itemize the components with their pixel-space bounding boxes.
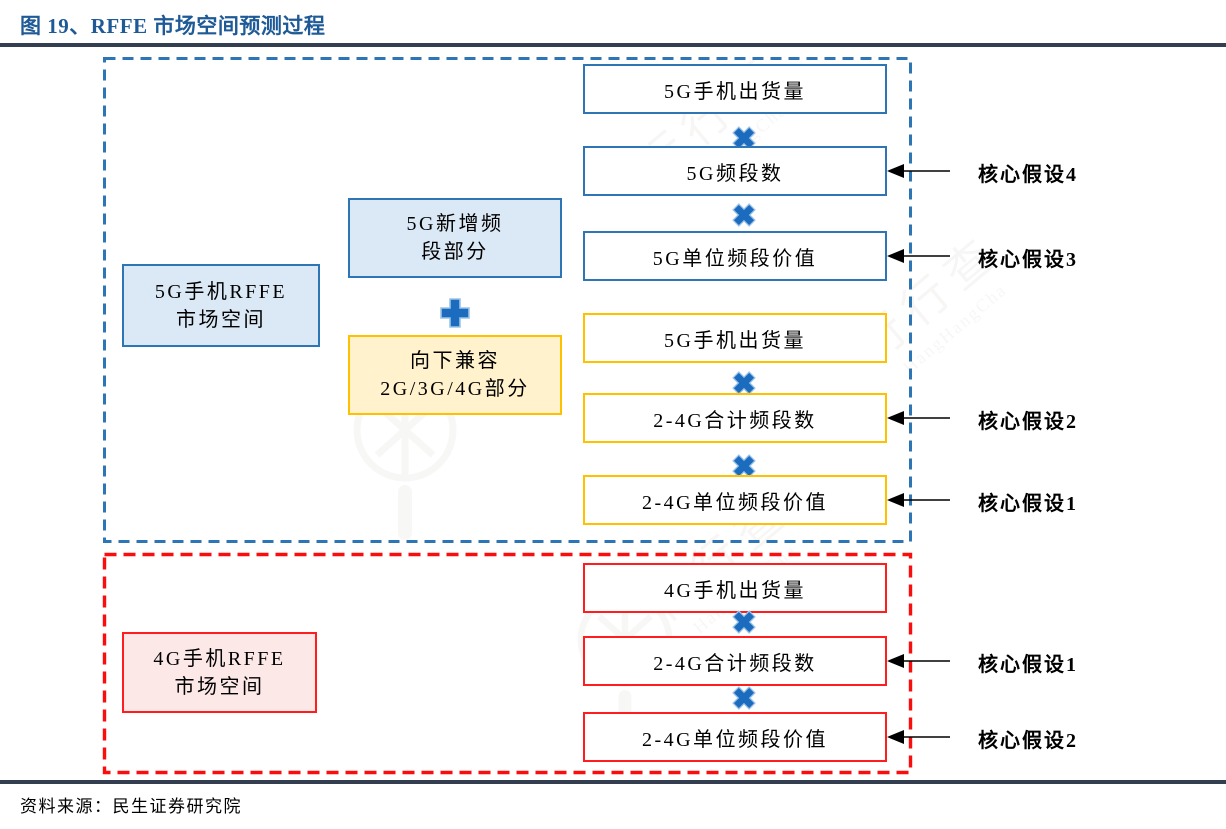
box-label-line: 市场空间	[176, 308, 266, 331]
plus-icon	[440, 298, 470, 328]
assumption-label-core-4: 核心假设4	[978, 164, 1078, 186]
watermark-subtext: HangHangCha	[899, 279, 1011, 378]
assumption-label-core-1: 核心假设1	[978, 493, 1078, 515]
multiply-icon	[732, 686, 756, 710]
assumption-arrow-icon	[887, 411, 950, 425]
box-label-line: 市场空间	[174, 675, 265, 698]
assumption-arrow-icon	[887, 249, 950, 263]
assumption-arrow-icon	[887, 493, 950, 507]
assumption-arrow-icon	[887, 730, 950, 744]
box-label-line: 向下兼容	[410, 350, 500, 372]
multiply-icon	[732, 203, 756, 227]
box-label-line: 段部分	[421, 241, 489, 263]
box-5g-unit-band-value: 5G单位频段价值	[583, 231, 887, 281]
assumption-label-core-2-bottom: 核心假设2	[978, 730, 1078, 752]
box-2-4g-unit-band-value: 2-4G单位频段价值	[583, 475, 887, 525]
assumption-label-core-1-bottom: 核心假设1	[978, 654, 1078, 676]
figure-title: 图 19、RFFE 市场空间预测过程	[20, 14, 326, 38]
assumption-label-core-3: 核心假设3	[978, 249, 1078, 271]
bottom-rule	[0, 780, 1226, 784]
box-4g-phone-shipments: 4G手机出货量	[583, 563, 887, 613]
box-label-line: 5G手机RFFE	[154, 280, 288, 303]
box-backward-compat-part: 向下兼容 2G/3G/4G部分	[348, 335, 562, 415]
box-5g-new-band-part: 5G新增频 段部分	[348, 198, 562, 278]
box-label-line: 2G/3G/4G部分	[380, 378, 530, 400]
box-2-4g-total-band-count-4g: 2-4G合计频段数	[583, 636, 887, 686]
source-note: 资料来源：民生证券研究院	[20, 797, 242, 816]
box-2-4g-unit-band-value-4g: 2-4G单位频段价值	[583, 712, 887, 762]
assumption-arrow-icon	[887, 164, 950, 178]
title-rule	[0, 43, 1226, 47]
box-5g-rffe-market: 5G手机RFFE 市场空间	[122, 264, 320, 347]
assumption-arrow-icon	[887, 654, 950, 668]
assumption-label-core-2: 核心假设2	[978, 411, 1078, 433]
box-5g-phone-shipments: 5G手机出货量	[583, 64, 887, 114]
box-5g-phone-shipments-compat: 5G手机出货量	[583, 313, 887, 363]
box-label-line: 5G新增频	[406, 213, 504, 235]
multiply-icon	[732, 610, 756, 634]
box-2-4g-total-band-count: 2-4G合计频段数	[583, 393, 887, 443]
box-5g-band-count: 5G频段数	[583, 146, 887, 196]
box-label-line: 4G手机RFFE	[153, 647, 286, 670]
box-4g-rffe-market: 4G手机RFFE 市场空间	[122, 632, 317, 713]
